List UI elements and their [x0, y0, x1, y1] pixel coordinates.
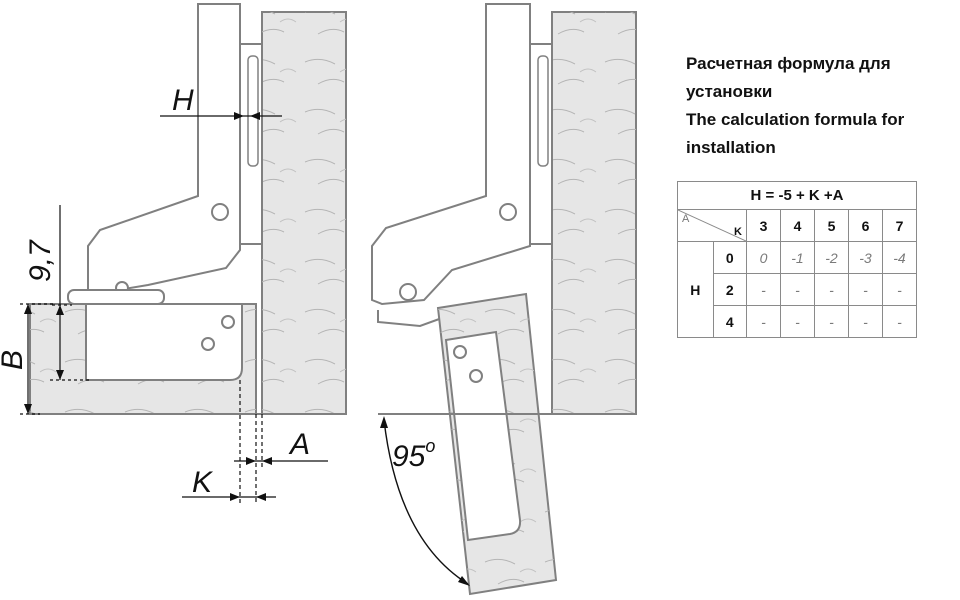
- table-cell: -: [814, 305, 849, 338]
- table-cell: -: [746, 305, 781, 338]
- table-cell: -: [882, 305, 917, 338]
- table-cell: 0: [746, 241, 781, 274]
- a-label: A: [288, 428, 310, 461]
- angle-degree-mark: o: [425, 436, 435, 456]
- a-value: 0: [712, 241, 748, 274]
- table-row: H 0 0 -1 -2 -3 -4: [677, 241, 917, 338]
- k-value: 5: [814, 209, 849, 242]
- table-row: 2 - - - - -: [678, 273, 917, 306]
- table-cell: -: [814, 273, 849, 306]
- table-cell: -4: [882, 241, 917, 274]
- b-label: B: [0, 350, 29, 370]
- a-value: 2: [712, 273, 748, 306]
- k-value: 7: [882, 209, 917, 242]
- table-cell: -1: [780, 241, 815, 274]
- title-en-line2: installation: [686, 138, 776, 157]
- left-view: [29, 3, 347, 415]
- table-cell: -: [848, 305, 883, 338]
- corner-cell: A K: [677, 209, 747, 242]
- dim-9-7-label: 9,7: [24, 239, 57, 282]
- k-value: 4: [780, 209, 815, 242]
- title-en-line1: The calculation formula for: [686, 110, 905, 129]
- table-cell: -: [780, 273, 815, 306]
- k-value: 6: [848, 209, 883, 242]
- table-cell: -: [780, 305, 815, 338]
- calculation-table: H = -5 + K +A A K 3 4 5 6 7 H 0 0 -1 -2 …: [677, 181, 917, 338]
- formula-title: Расчетная формула для установки The calc…: [686, 50, 946, 162]
- h-label: H: [172, 84, 194, 117]
- angle-arc: [383, 419, 469, 585]
- a-value: 4: [712, 305, 748, 338]
- table-row: 4 - - - - -: [678, 305, 917, 338]
- table-cell: -3: [848, 241, 883, 274]
- table-cell: -: [882, 273, 917, 306]
- angle-label: 95o: [392, 436, 435, 473]
- title-ru-line2: установки: [686, 82, 773, 101]
- title-ru-line1: Расчетная формула для: [686, 54, 891, 73]
- table-cell: -2: [814, 241, 849, 274]
- corner-k-label: K: [734, 226, 742, 238]
- table-cell: -: [746, 273, 781, 306]
- table-cell: -: [848, 273, 883, 306]
- right-view: [371, 3, 637, 596]
- left-dimensions: [20, 112, 328, 505]
- k-label: K: [192, 466, 214, 499]
- corner-a-label: A: [682, 213, 690, 225]
- h-row-label: H: [677, 241, 714, 338]
- k-value: 3: [746, 209, 781, 242]
- right-hinge-arm: [371, 3, 531, 306]
- left-hinge-arm: [87, 3, 241, 294]
- formula-header: H = -5 + K +A: [677, 181, 917, 210]
